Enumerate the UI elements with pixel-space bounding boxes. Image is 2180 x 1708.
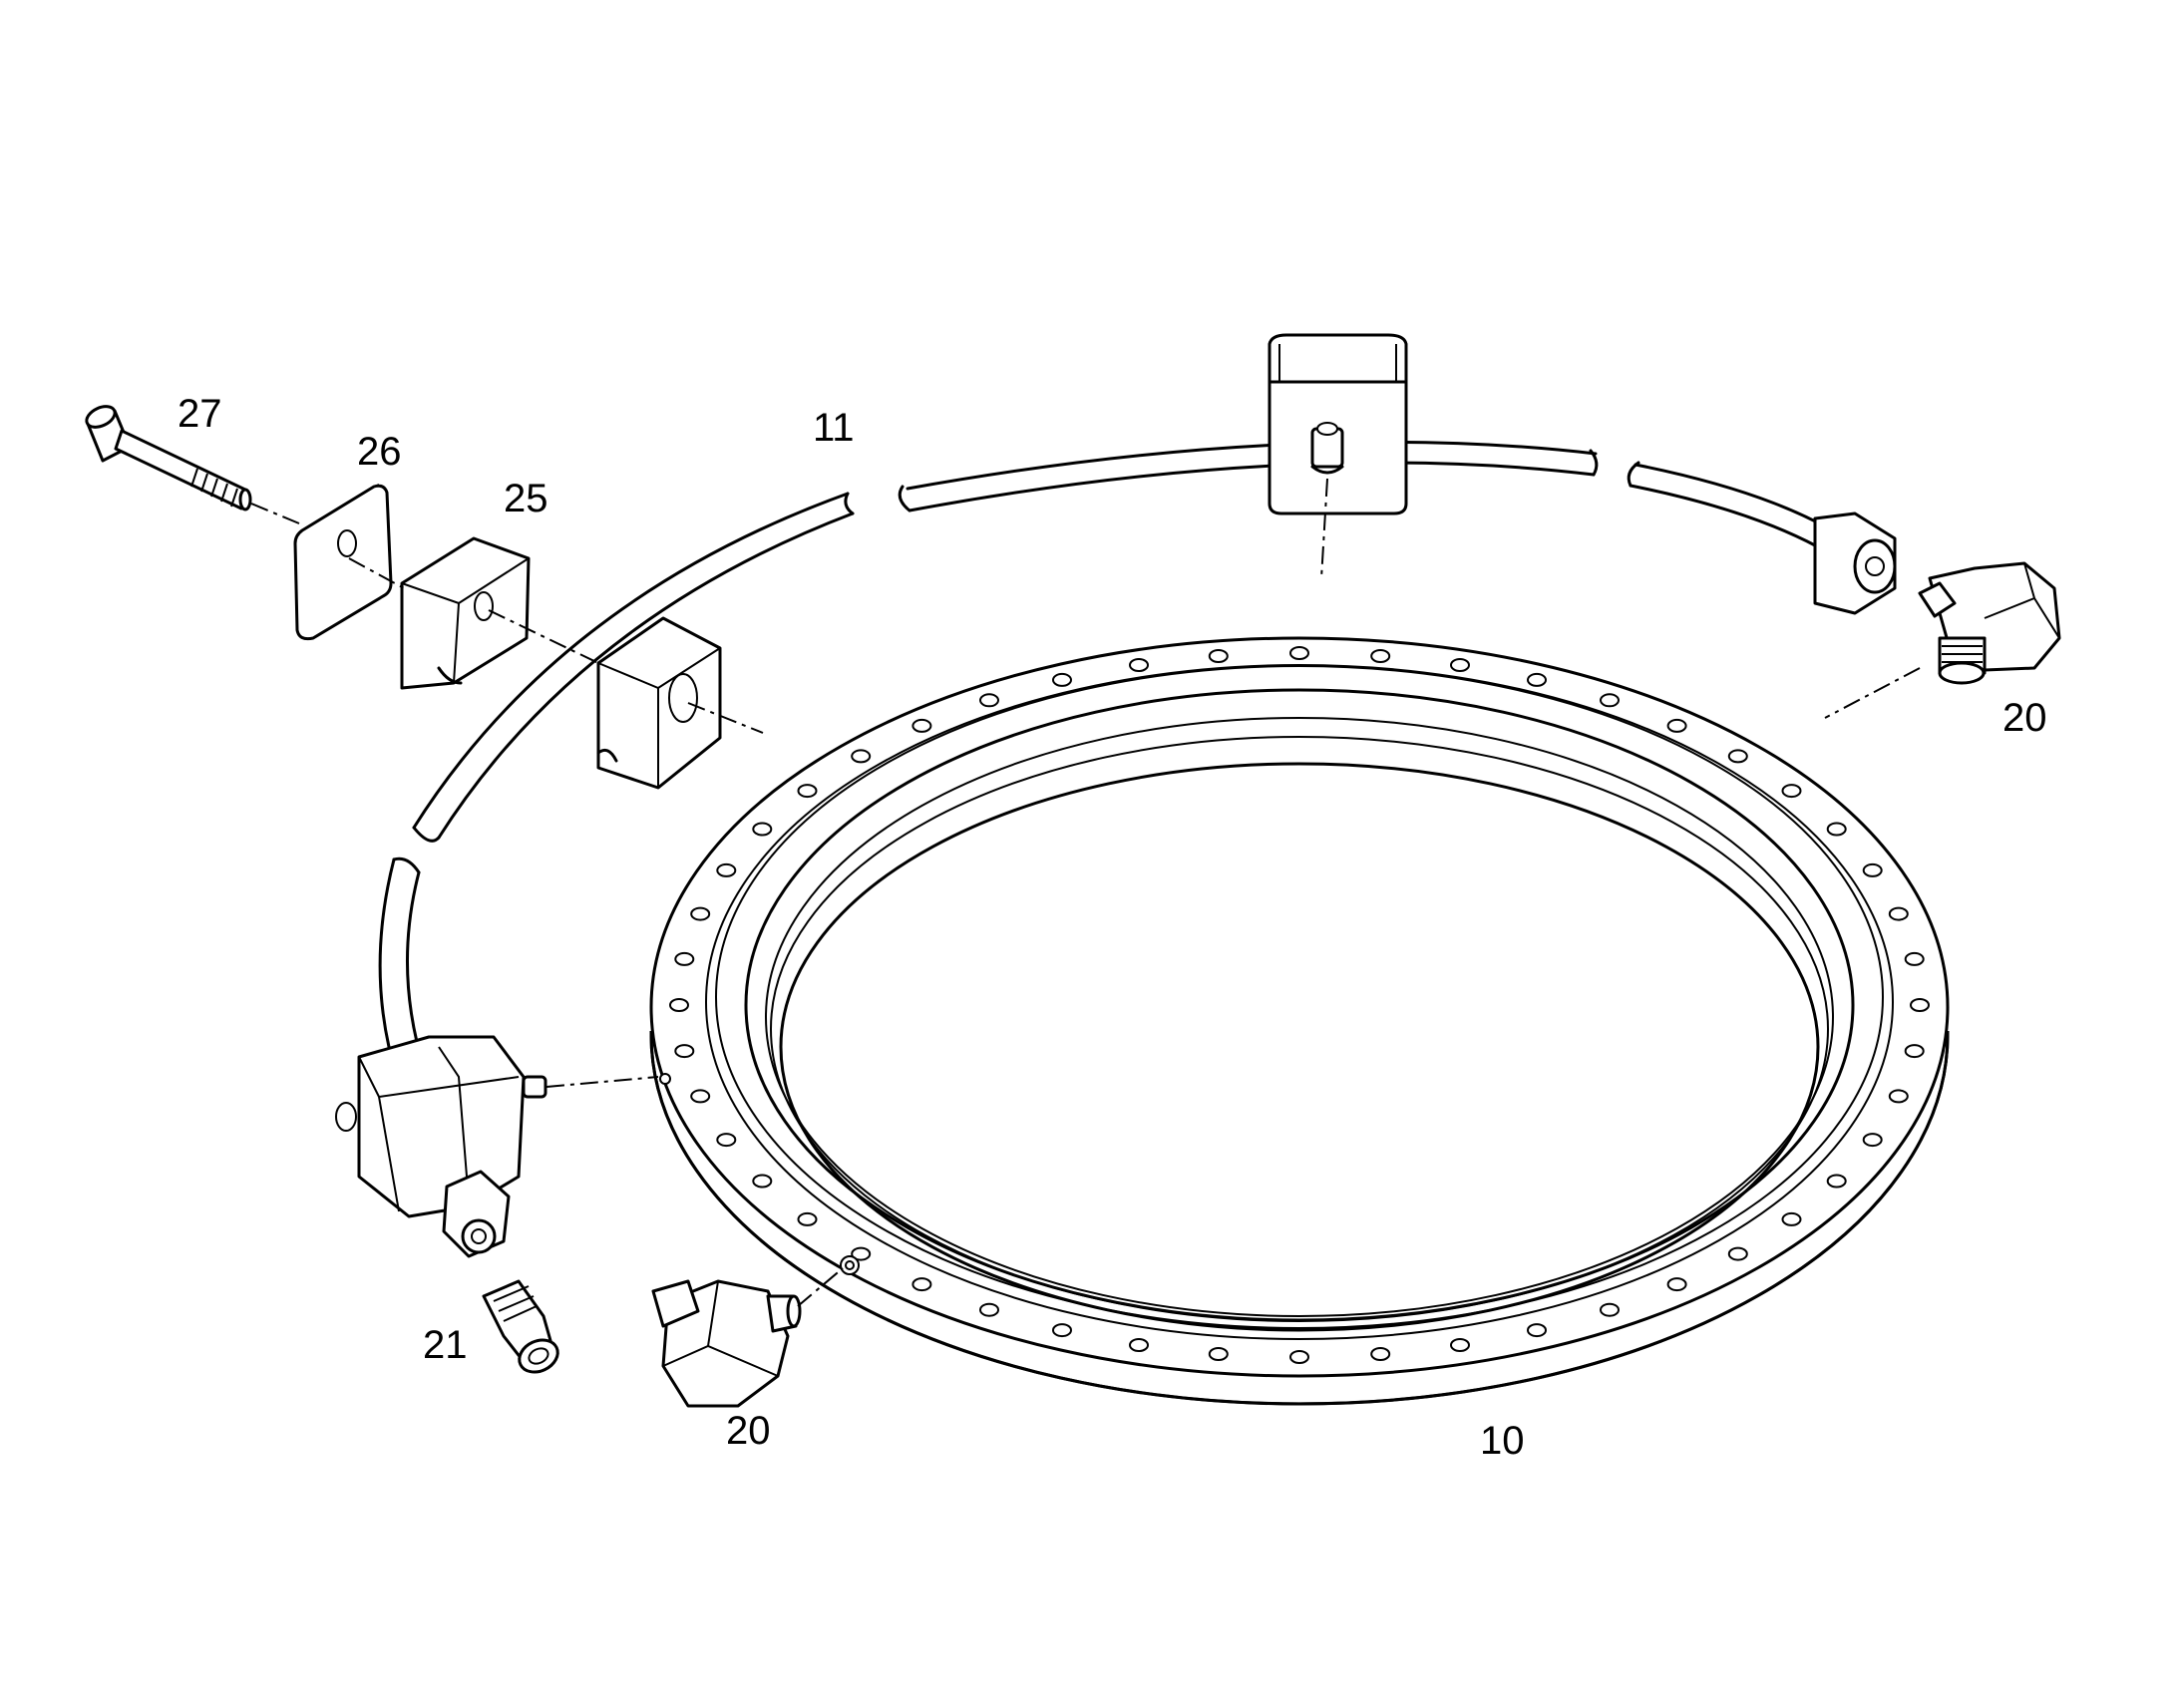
- bolt-hole: [1888, 1089, 1909, 1104]
- bolt-hole: [1727, 749, 1748, 764]
- bolt-hole: [1781, 784, 1802, 799]
- bolt-hole: [797, 784, 818, 799]
- bolt-hole: [1208, 649, 1229, 663]
- bolt-hole: [1666, 1277, 1687, 1292]
- slewing-ring-part-10: [638, 636, 1961, 1406]
- clamp-block-part-25: [400, 536, 531, 690]
- label-part-25: 25: [504, 477, 548, 520]
- bolt-hole: [716, 862, 737, 877]
- bolt-hole: [797, 1211, 818, 1226]
- bolt-hole: [1862, 862, 1883, 877]
- bolt-hole: [1450, 1338, 1470, 1352]
- bolt-hole: [1289, 646, 1309, 660]
- bolt-hole: [690, 906, 711, 921]
- label-part-26: 26: [357, 430, 402, 474]
- part-labels: 27 26 25 11 20 21 20 10: [178, 392, 2047, 1463]
- bolt-hole: [1527, 1323, 1547, 1338]
- bolt-hole: [752, 1174, 773, 1189]
- elbow-fitting-part-20-bottom: [651, 1279, 802, 1408]
- bolt-hole: [1289, 1350, 1309, 1364]
- bolt-hole: [911, 1277, 932, 1292]
- bolt-hole: [1450, 658, 1470, 672]
- bolt-hole: [1370, 649, 1391, 663]
- label-part-20-bottom: 20: [726, 1409, 771, 1453]
- bolt-hole-pattern: [669, 646, 1930, 1364]
- bolt-hole: [1129, 658, 1149, 672]
- label-part-20-right: 20: [2002, 696, 2047, 740]
- bolt-hole: [1826, 822, 1847, 837]
- bolt-hole: [1888, 906, 1909, 921]
- bolt-hole: [911, 718, 932, 733]
- bolt-hole: [1600, 1302, 1620, 1317]
- bolt-hole: [1862, 1133, 1883, 1148]
- bolt-hole: [1910, 998, 1930, 1012]
- label-part-11: 11: [813, 406, 855, 450]
- bolt-hole: [1208, 1347, 1229, 1361]
- bolt-hole: [851, 1246, 872, 1261]
- assembly-centerlines: [250, 478, 1921, 1307]
- tube-nut-fitting: [1813, 512, 1897, 615]
- bolt-hole: [979, 1302, 999, 1317]
- bolt-hole: [690, 1089, 711, 1104]
- bolt-hole: [1666, 718, 1687, 733]
- bolt-hole: [1600, 693, 1620, 708]
- bolt-hole: [752, 822, 773, 837]
- bolt-hole: [716, 1133, 737, 1148]
- elbow-fitting-part-20-right: [1918, 561, 2061, 685]
- label-part-10: 10: [1480, 1419, 1525, 1463]
- bolt-hole: [674, 1044, 695, 1059]
- bolt-hole: [1904, 1044, 1925, 1059]
- bolt-hole: [674, 951, 695, 966]
- bolt-hole: [1052, 1323, 1072, 1338]
- bolt-hole: [1781, 1211, 1802, 1226]
- label-part-21: 21: [423, 1323, 468, 1367]
- bolt-hole: [1826, 1174, 1847, 1189]
- bolt-hole: [1904, 951, 1925, 966]
- bolt-hole: [1527, 672, 1547, 687]
- bolt-hole: [669, 998, 689, 1012]
- cap-screw-part-27: [85, 405, 252, 512]
- bolt-hole: [1370, 1347, 1391, 1361]
- bolt-hole: [1052, 672, 1072, 687]
- bolt-hole: [1129, 1338, 1149, 1352]
- washer-plate-part-26: [293, 484, 393, 641]
- tube-clamp-block: [596, 616, 722, 790]
- lube-port-side: [659, 1073, 671, 1085]
- lube-port-inner: [845, 1260, 855, 1270]
- straight-fitting-part-21: [482, 1279, 559, 1374]
- label-part-27: 27: [178, 392, 222, 436]
- bolt-hole: [1727, 1246, 1748, 1261]
- distribution-block: [335, 1035, 547, 1258]
- bolt-hole: [979, 693, 999, 708]
- tube-junction-block-top: [1268, 333, 1408, 515]
- bolt-hole: [851, 749, 872, 764]
